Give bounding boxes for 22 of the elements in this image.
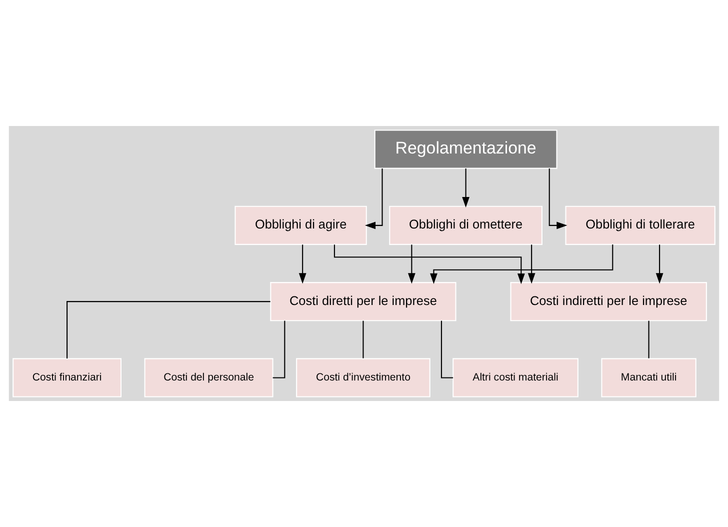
arrow bbox=[364, 168, 383, 230]
connector bbox=[66, 301, 270, 358]
arrow bbox=[430, 244, 614, 284]
arrow bbox=[462, 168, 470, 208]
node-box: Costi d’investimento bbox=[296, 358, 430, 398]
node-box: Obblighi di agire bbox=[234, 206, 367, 245]
node-box: Mancati utili bbox=[601, 358, 696, 398]
node-box: Obblighi di tollerare bbox=[565, 206, 716, 245]
arrow bbox=[298, 244, 306, 284]
connector bbox=[648, 320, 650, 358]
arrow bbox=[656, 244, 664, 284]
arrow bbox=[548, 168, 568, 230]
node-box: Costi del personale bbox=[144, 358, 274, 398]
arrow bbox=[408, 244, 416, 284]
connector bbox=[362, 320, 364, 358]
arrow bbox=[528, 244, 536, 284]
node-box: Altri costi materiali bbox=[452, 358, 578, 398]
node-box: Costi indiretti per le imprese bbox=[510, 282, 707, 322]
node-box: Obblighi di omettere bbox=[389, 206, 542, 245]
node-box: Costi diretti per le imprese bbox=[270, 282, 456, 322]
node-box: Costi finanziari bbox=[12, 358, 122, 398]
node-box: Regolamentazione bbox=[374, 130, 558, 169]
